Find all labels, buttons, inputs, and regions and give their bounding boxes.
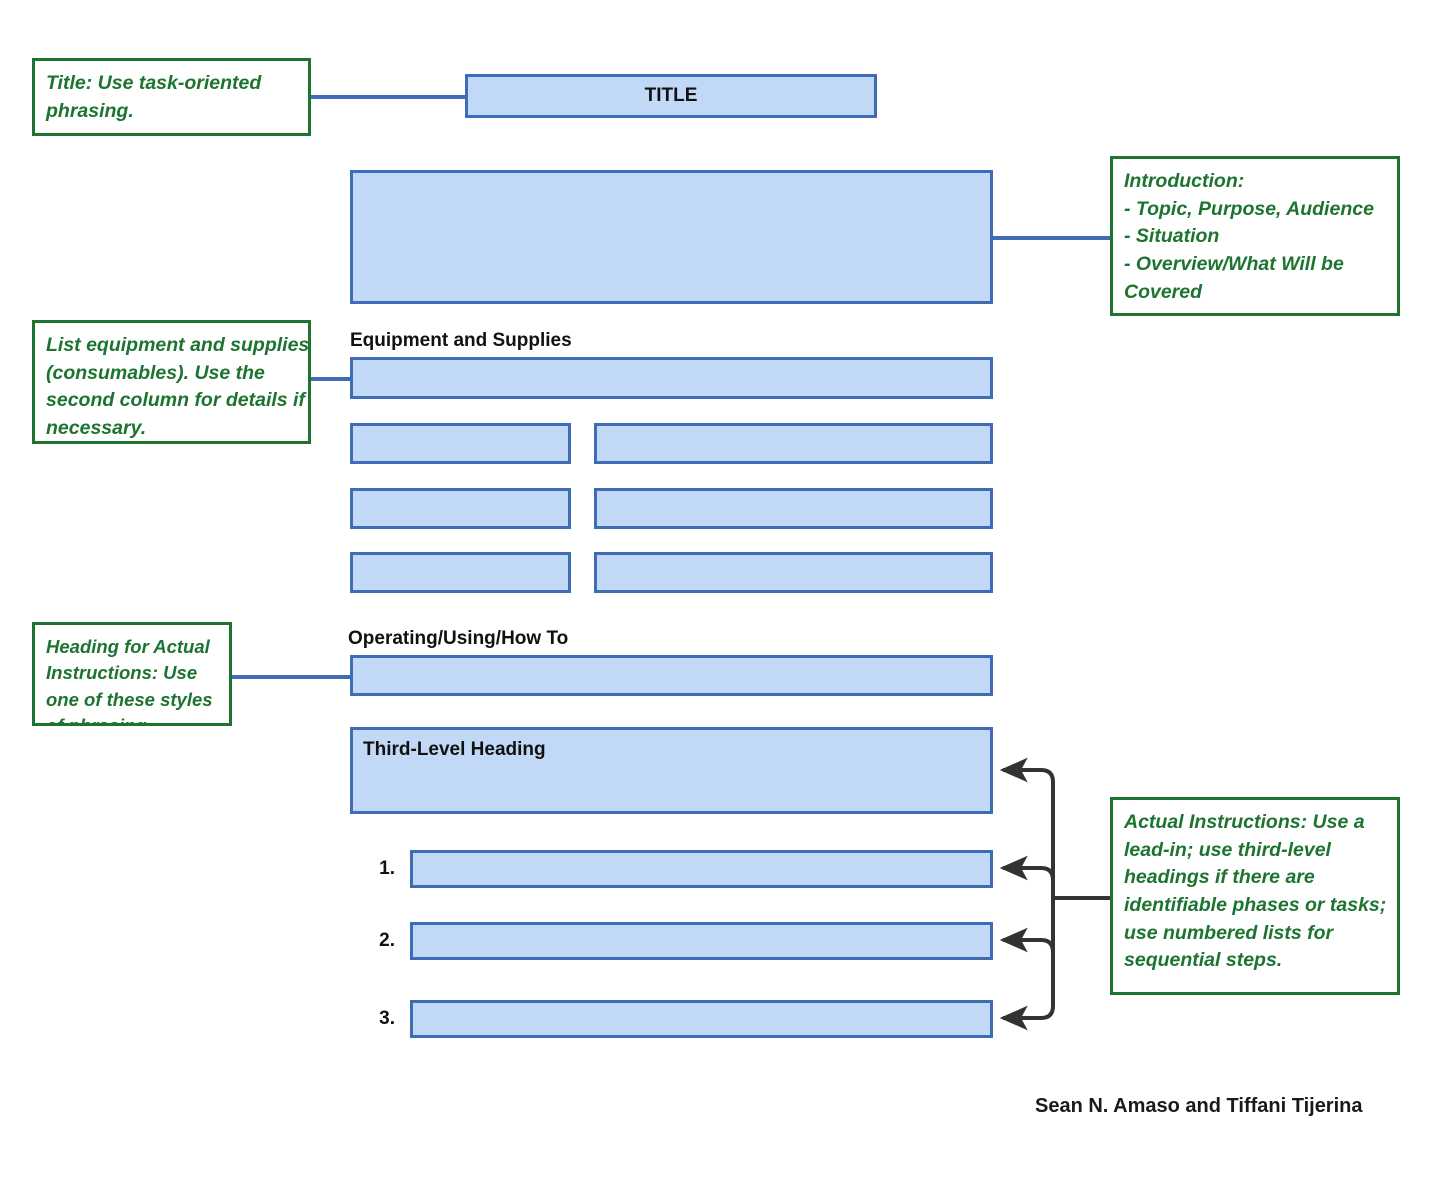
equipment-main-box[interactable] xyxy=(350,357,993,399)
note-instructions-line-4: identifiable phases or tasks; xyxy=(1124,894,1387,917)
note-introduction: Introduction: - Topic, Purpose, Audience… xyxy=(1110,156,1400,316)
step-box-2[interactable] xyxy=(410,922,993,960)
equipment-cell-r3-right[interactable] xyxy=(594,552,993,593)
note-equipment-line-4: necessary. xyxy=(46,417,147,440)
note-title-line-1: Title: Use task-oriented xyxy=(46,72,262,94)
note-introduction-line-3: - Situation xyxy=(1124,225,1220,248)
note-heading: Heading for Actual Instructions: Use one… xyxy=(32,622,232,726)
section-label-equipment: Equipment and Supplies xyxy=(350,330,572,351)
third-level-heading-label: Third-Level Heading xyxy=(363,739,546,760)
introduction-box[interactable] xyxy=(350,170,993,304)
third-level-heading-box[interactable]: Third-Level Heading xyxy=(350,727,993,814)
note-heading-line-2: Instructions: Use xyxy=(46,662,198,684)
connector-introduction xyxy=(992,236,1112,240)
title-box-label: TITLE xyxy=(644,85,698,106)
step-number-1: 1. xyxy=(379,858,395,879)
section-label-operating: Operating/Using/How To xyxy=(348,628,569,649)
note-equipment-line-3: second column for details if xyxy=(46,389,305,412)
note-introduction-line-5: Covered xyxy=(1124,280,1203,303)
note-introduction-line-4: - Overview/What Will be xyxy=(1124,253,1344,276)
step-number-3: 3. xyxy=(379,1008,395,1029)
note-equipment: List equipment and supplies (consumables… xyxy=(32,320,311,444)
step-number-2: 2. xyxy=(379,930,395,951)
note-heading-line-3: one of these styles xyxy=(46,688,213,710)
note-heading-line-4: of phrasing. xyxy=(46,714,152,726)
operating-box[interactable] xyxy=(350,655,993,696)
note-title: Title: Use task-oriented phrasing. xyxy=(32,58,311,136)
note-instructions: Actual Instructions: Use a lead-in; use … xyxy=(1110,797,1400,995)
step-box-3[interactable] xyxy=(410,1000,993,1038)
note-heading-line-1: Heading for Actual xyxy=(46,636,210,657)
connector-heading xyxy=(231,675,351,679)
note-instructions-line-5: use numbered lists for xyxy=(1124,921,1334,944)
equipment-cell-r2-right[interactable] xyxy=(594,488,993,529)
note-instructions-line-6: sequential steps. xyxy=(1124,949,1283,972)
step-box-1[interactable] xyxy=(410,850,993,888)
equipment-cell-r3-left[interactable] xyxy=(350,552,571,593)
equipment-cell-r1-left[interactable] xyxy=(350,423,571,464)
note-title-line-2: phrasing. xyxy=(46,99,134,122)
note-equipment-line-2: (consumables). Use the xyxy=(46,361,265,384)
connector-title xyxy=(310,95,466,99)
note-instructions-line-3: headings if there are xyxy=(1124,866,1315,889)
author-credit: Sean N. Amaso and Tiffani Tijerina xyxy=(1035,1095,1363,1117)
connector-equipment xyxy=(309,377,351,381)
note-introduction-line-1: Introduction: xyxy=(1124,170,1245,192)
note-instructions-line-1: Actual Instructions: Use a xyxy=(1124,811,1365,833)
equipment-cell-r1-right[interactable] xyxy=(594,423,993,464)
equipment-cell-r2-left[interactable] xyxy=(350,488,571,529)
note-instructions-line-2: lead-in; use third-level xyxy=(1124,838,1331,861)
title-box[interactable]: TITLE xyxy=(465,74,877,118)
note-introduction-line-2: - Topic, Purpose, Audience xyxy=(1124,197,1374,220)
note-equipment-line-1: List equipment and supplies xyxy=(46,334,310,356)
